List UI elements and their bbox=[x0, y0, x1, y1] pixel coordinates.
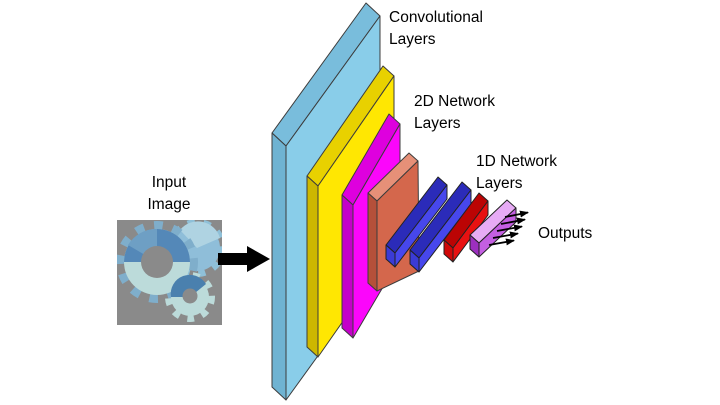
gear-icon-small bbox=[165, 272, 215, 322]
label-conv-line2: Layers bbox=[389, 31, 436, 48]
label-2d-line1: 2D Network bbox=[414, 93, 495, 110]
label-2d-network-layers: 2D Network Layers bbox=[414, 91, 495, 135]
layer-bar-blue-1 bbox=[385, 176, 448, 268]
input-image-thumbnail bbox=[117, 220, 222, 325]
label-conv-line1: Convolutional bbox=[389, 9, 483, 26]
plane-cyan-side-face bbox=[271, 132, 287, 401]
label-input-image: Input Image bbox=[116, 172, 222, 216]
plane-salmon-side-face bbox=[367, 192, 378, 292]
label-outputs: Outputs bbox=[538, 225, 593, 242]
label-1d-line1: 1D Network bbox=[476, 153, 557, 170]
label-1d-line2: Layers bbox=[476, 175, 523, 192]
bar-red-front-face bbox=[452, 200, 489, 263]
label-2d-line2: Layers bbox=[414, 115, 461, 132]
layer-bar-red bbox=[443, 192, 489, 263]
label-1d-network-layers: 1D Network Layers bbox=[476, 151, 557, 195]
label-input-line2: Image bbox=[147, 196, 191, 213]
plane-magenta-side-face bbox=[341, 194, 354, 339]
input-arrow-icon bbox=[218, 246, 270, 272]
label-input-line1: Input bbox=[151, 174, 187, 191]
label-convolutional-layers: Convolutional Layers bbox=[389, 7, 483, 51]
output-arrows-icon bbox=[488, 210, 529, 246]
gear-icon-large bbox=[117, 221, 198, 303]
bar-blue-1-front-face bbox=[394, 184, 448, 268]
plane-yellow-side-face bbox=[306, 175, 319, 358]
